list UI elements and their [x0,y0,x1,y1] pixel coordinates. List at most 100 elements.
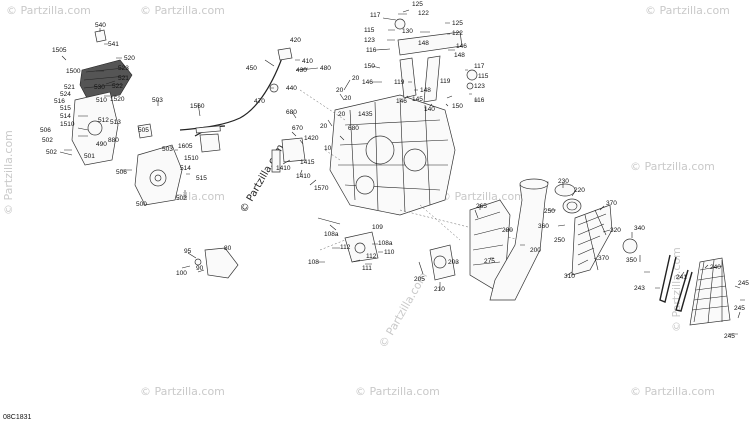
callout: 250 [554,237,565,244]
callout: 680 [286,109,297,116]
callout: 501 [84,153,95,160]
callout: 123 [364,37,375,44]
callout: 115 [364,27,375,34]
callout: 245 [738,280,749,287]
cover-500 [134,123,183,206]
callout: 117 [370,12,381,19]
callout: 230 [558,178,569,185]
part-80 [194,247,239,279]
callout: 440 [286,85,297,92]
callout: 516 [54,98,65,105]
callout: 1420 [304,135,319,142]
callout: 112 [340,244,351,251]
callout: 513 [110,119,121,126]
callout: 145 [412,96,423,103]
callout: 275 [484,258,495,265]
callout: 205 [414,276,425,283]
callout: 505 [138,127,149,134]
callout: 148 [454,52,465,59]
callout: 122 [418,10,429,17]
callout: 512 [98,117,109,124]
callout: 241 [676,274,687,281]
callout: 503 [152,97,163,104]
callout: 530 [94,84,105,91]
callout: 20 [344,95,352,102]
callout: 146 [396,98,407,105]
leader-lines [59,9,745,335]
callout: 541 [108,41,119,48]
callout: 1410 [296,173,311,180]
callout: 243 [634,285,645,292]
callout: 20 [320,123,328,130]
callout: 320 [610,227,621,234]
callout: 1505 [52,47,67,54]
grille-310 [571,204,638,276]
callout: 119 [394,79,405,86]
callout: 522 [112,83,123,90]
callout: 95 [184,248,192,255]
callout: 1415 [300,159,315,166]
callout: 880 [108,137,119,144]
callout: 1500 [66,68,81,75]
watermark: © Partzilla.com [440,190,525,203]
callout: 521 [64,84,75,91]
cable-470 [179,47,293,153]
clamp-230 [554,183,582,214]
callout: 150 [452,103,463,110]
callout: 148 [420,87,431,94]
callout: 116 [366,47,377,54]
callout: 670 [292,125,303,132]
callout: 502 [42,137,53,144]
watermark: © Partzilla.com [2,130,15,215]
bracket-130 [394,18,478,103]
callout: 108a [378,240,393,247]
watermark: © Partzilla.com [630,160,715,173]
callout: 515 [60,105,71,112]
callout: 515 [196,175,207,182]
callout: 410 [302,58,313,65]
callout: 514 [180,165,191,172]
callout: 123 [474,83,485,90]
bracket-1420 [271,137,306,173]
callout: 250 [544,208,555,215]
watermark: © Partzilla.com [355,385,440,398]
callout: 10 [324,145,332,152]
callout: 265 [476,203,487,210]
callout: 470 [254,98,265,105]
callout: 148 [418,40,429,47]
callout: 520 [124,55,135,62]
callout: 130 [402,28,413,35]
callout: 502 [46,149,57,156]
callout: 490 [96,141,107,148]
panel-240 [659,254,731,326]
callout: 146 [456,43,467,50]
callout: 146 [362,79,373,86]
callout: 503 [162,146,173,153]
callout: 20 [338,111,346,118]
callout: 1570 [314,185,329,192]
callout: 111 [362,265,372,272]
callout: 125 [412,1,423,8]
callout: 430 [296,67,307,74]
watermark: © Partzilla.com [670,247,683,332]
callout: 116 [474,97,485,104]
duct-200 [429,178,549,301]
callout: 310 [564,273,575,280]
callout: 140 [424,106,435,113]
callout: 540 [95,22,106,29]
callout: 200 [530,247,541,254]
callout: 510 [96,97,107,104]
callout: 117 [474,63,485,70]
callout: 360 [538,223,549,230]
callout: 90 [196,265,204,272]
callout: 100 [176,270,187,277]
watermark: © Partzilla.com [645,4,730,17]
callout: 150 [364,63,375,70]
callout: 203 [448,259,459,266]
callout: 680 [348,125,359,132]
callout: 502 [176,195,187,202]
callout: 245 [734,305,745,312]
callout: 521 [118,75,129,82]
callout: 1510 [184,155,199,162]
cover-1500 [71,29,133,166]
